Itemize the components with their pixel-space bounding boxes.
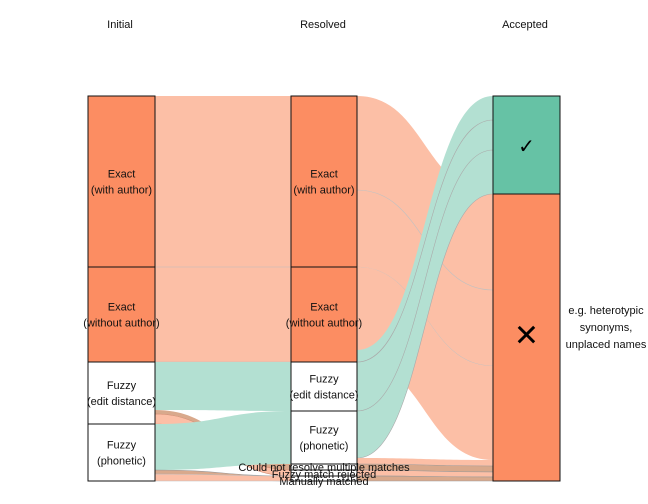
initial-node-2: [87, 361, 156, 425]
initial-node-2-label-0: Fuzzy: [107, 380, 137, 392]
label-could-not-resolve: Could not resolve multiple matches: [238, 462, 410, 474]
resolved-node-2-label-0: Fuzzy: [309, 374, 339, 386]
initial-node-1-label-0: Exact: [108, 302, 136, 314]
resolved-node-2-label-1: (edit distance): [289, 390, 358, 402]
flow-r-manual-reject: [356, 475, 494, 482]
flow-phonetic-to-phonetic: [155, 411, 291, 470]
resolved-node-3-label-0: Fuzzy: [309, 425, 339, 437]
axis-title-accepted: Accepted: [502, 19, 548, 31]
resolved-node-0: [290, 95, 358, 268]
initial-node-1-label-1: (without author): [83, 318, 159, 330]
flows-layer: [154, 96, 494, 482]
initial-node-0: [87, 95, 156, 268]
flow-exact-noauthor: [154, 266, 292, 363]
initial-node-0-label-1: (with author): [91, 185, 152, 197]
label-manually-matched: Manually matched: [279, 476, 368, 488]
flow-r-exact-accept: [357, 96, 493, 362]
resolved-node-2: [290, 361, 358, 412]
accepted-node-0: [492, 95, 561, 195]
accepted-node-1: [492, 193, 561, 482]
resolved-node-6: [290, 475, 358, 482]
initial-node-3: [87, 423, 156, 482]
initial-node-0-label-0: Exact: [108, 169, 136, 181]
resolved-node-1-label-1: (without author): [286, 318, 362, 330]
nodes-layer: Exact (with author) Exact (without author) F…: [83, 95, 561, 488]
flow-exact-author: [155, 96, 291, 267]
resolved-node-3-label-1: (phonetic): [300, 441, 349, 453]
initial-node-3-label-0: Fuzzy: [107, 440, 137, 452]
label-fuzzy-match-rejected: Fuzzy match rejected: [272, 469, 377, 481]
cross-icon: ✕: [514, 320, 539, 353]
axis-title-initial: Initial: [107, 19, 133, 31]
initial-node-3-label-1: (phonetic): [97, 456, 146, 468]
initial-node-2-label-1: (edit distance): [87, 396, 156, 408]
axis-title-resolved: Resolved: [300, 19, 346, 31]
resolved-node-0-label-1: (with author): [293, 185, 354, 197]
resolved-node-1: [290, 266, 358, 363]
annotation-line-1: e.g. heterotypic: [568, 305, 644, 317]
resolved-node-1-label-0: Exact: [310, 302, 338, 314]
resolved-node-0-label-0: Exact: [310, 169, 338, 181]
flow-r-exactnoauthor-reject: [357, 267, 493, 460]
resolved-node-3: [290, 410, 358, 465]
flow-r-exactauthor-reject: [357, 96, 493, 290]
flow-edit-to-edit: [155, 362, 291, 411]
flow-phonetic-to-rejected: [154, 473, 292, 482]
annotation-line-3: unplaced names: [566, 339, 647, 351]
annotation-line-2: synonyms,: [580, 322, 633, 334]
check-icon: ✓: [518, 136, 535, 158]
initial-node-1: [87, 266, 156, 363]
